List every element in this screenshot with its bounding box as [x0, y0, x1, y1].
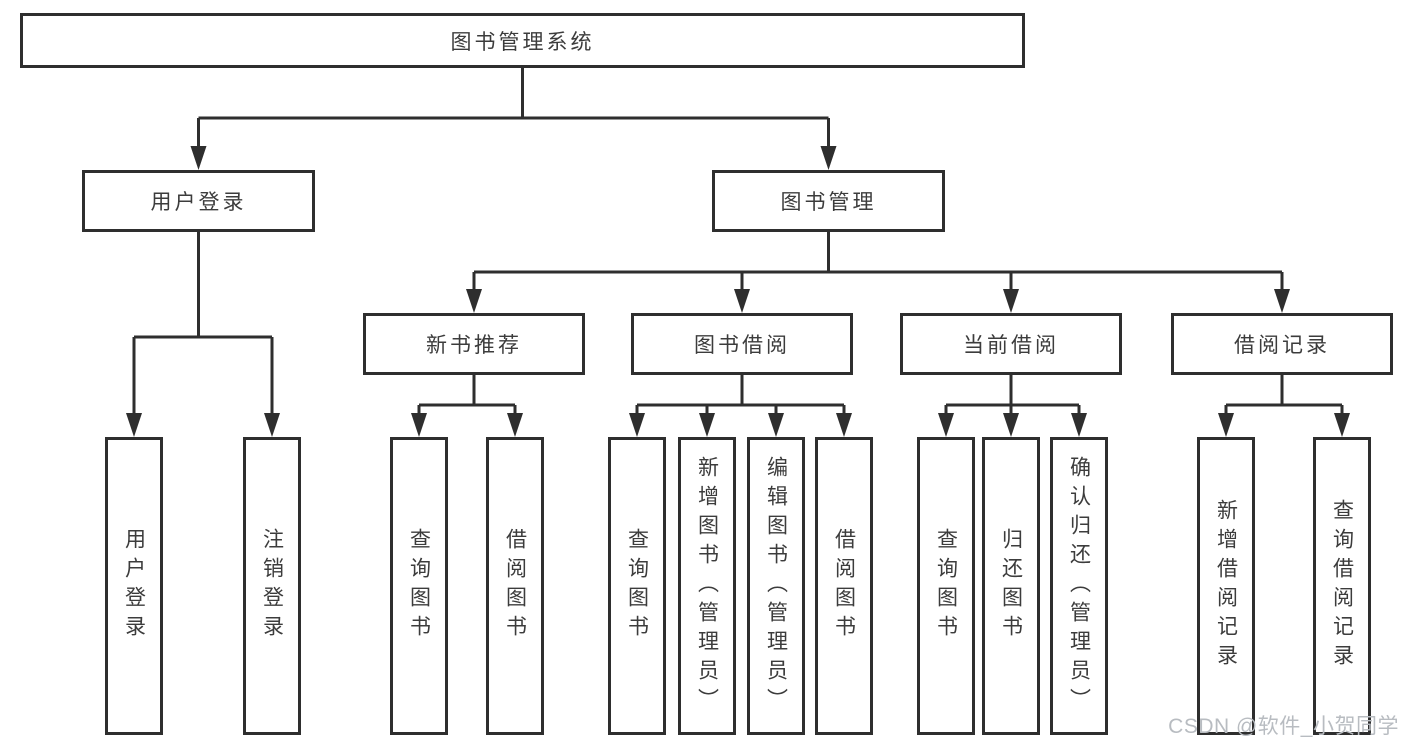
- leaf-label: 新增借阅记录: [1214, 499, 1238, 673]
- arrowhead-icons: [126, 146, 1350, 437]
- leaf-label: 查询借阅记录: [1330, 499, 1354, 673]
- leaf-logout-login: 注销登录: [243, 437, 301, 735]
- node-branch-user-login: 用户登录: [82, 170, 315, 232]
- node-module-new-book-recommend: 新书推荐: [363, 313, 585, 375]
- leaf-label: 借阅图书: [832, 528, 856, 644]
- leaf-current-confirm-return-admin: 确认归还（管理员）: [1050, 437, 1108, 735]
- leaf-label: 注销登录: [260, 528, 284, 644]
- leaf-label: 确认归还（管理员）: [1067, 455, 1091, 717]
- node-root: 图书管理系统: [20, 13, 1025, 68]
- node-module-current-borrow: 当前借阅: [900, 313, 1122, 375]
- leaf-record-add-borrow-record: 新增借阅记录: [1197, 437, 1255, 735]
- leaf-borrow-query-books: 查询图书: [608, 437, 666, 735]
- leaf-borrow-add-books-admin: 新增图书（管理员）: [678, 437, 736, 735]
- leaf-label: 查询图书: [934, 528, 958, 644]
- leaf-borrow-edit-books-admin: 编辑图书（管理员）: [747, 437, 805, 735]
- node-module-book-borrow: 图书借阅: [631, 313, 853, 375]
- leaf-newbook-query-books: 查询图书: [390, 437, 448, 735]
- leaf-label: 借阅图书: [503, 528, 527, 644]
- leaf-newbook-borrow-books: 借阅图书: [486, 437, 544, 735]
- leaf-label: 归还图书: [999, 528, 1023, 644]
- leaf-record-query-borrow-record: 查询借阅记录: [1313, 437, 1371, 735]
- leaf-label: 新增图书（管理员）: [695, 455, 719, 717]
- leaf-label: 编辑图书（管理员）: [764, 455, 788, 717]
- leaf-current-query-books: 查询图书: [917, 437, 975, 735]
- leaf-borrow-borrow-books: 借阅图书: [815, 437, 873, 735]
- node-module-borrow-records: 借阅记录: [1171, 313, 1393, 375]
- leaf-user-login: 用户登录: [105, 437, 163, 735]
- node-branch-book-management: 图书管理: [712, 170, 945, 232]
- leaf-label: 查询图书: [625, 528, 649, 644]
- watermark: CSDN @软件_小贺同学: [1168, 715, 1399, 738]
- leaf-current-return-books: 归还图书: [982, 437, 1040, 735]
- leaf-label: 用户登录: [122, 528, 146, 644]
- leaf-label: 查询图书: [407, 528, 431, 644]
